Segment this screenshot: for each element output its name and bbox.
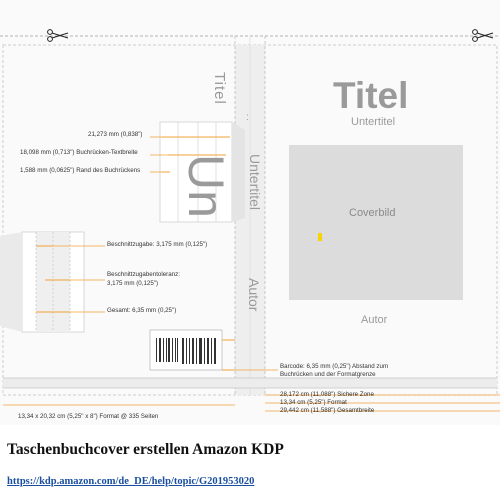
scissors-icon: [47, 29, 69, 42]
label-bleed-tolerance-1: Beschnittzugabentoleranz:: [107, 271, 180, 278]
template-guides: [0, 29, 500, 412]
front-subtitle: Untertitel: [351, 116, 396, 128]
label-safe-zone: 28,172 cm (11,088") Sichere Zone: [280, 391, 374, 398]
spine-subtitle: Untertitel: [247, 154, 263, 211]
cover-image-area: [289, 145, 463, 300]
bottom-band: [3, 378, 497, 388]
label-barcode-2: Buchrücken und der Formatgrenze: [280, 371, 376, 378]
source-link[interactable]: https://kdp.amazon.com/de_DE/help/topic/…: [7, 476, 255, 487]
label-bleed-total: Gesamt: 6,35 mm (0,25"): [107, 307, 177, 314]
cover-image-label: Coverbild: [349, 207, 396, 219]
spine-author: Autor: [246, 278, 262, 312]
spine-title: Titel: [211, 72, 228, 105]
label-spine-text-width: 18,098 mm (0,713") Buchrücken-Textbreite: [20, 149, 138, 156]
label-bleed-tolerance-2: 3,175 mm (0,125"): [107, 280, 159, 287]
zoom-text: Un: [178, 154, 234, 218]
label-spine-width: 21,273 mm (0,838"): [88, 131, 143, 138]
front-author: Autor: [361, 314, 388, 326]
spine-zoom-box: [159, 121, 233, 223]
label-format: 13,34 cm (5,25") Format: [280, 399, 347, 406]
label-total-width: 29,442 cm (11,588") Gesamtbreite: [280, 407, 375, 414]
bleed-projection: [0, 232, 22, 332]
spine-separator: :: [246, 112, 249, 123]
cover-template: Titel : Untertitel Autor Un Titel Untert…: [0, 29, 500, 420]
cursor-marker: [318, 233, 322, 241]
label-spine-margin: 1,588 mm (0,0625") Rand des Buchrückens: [20, 167, 141, 174]
caption: Taschenbuchcover erstellen Amazon KDP: [7, 441, 284, 458]
label-trim-size: 13,34 x 20,32 cm (5,25" x 8") Format @ 3…: [18, 413, 159, 420]
label-bleed: Beschnittzugabe: 3,175 mm (0,125"): [107, 241, 208, 248]
label-barcode-1: Barcode: 6,35 mm (0,25") Abstand zum: [280, 363, 389, 370]
zoom-projection: [232, 122, 245, 222]
scissors-icon: [472, 29, 494, 42]
barcode-icon: [156, 338, 216, 364]
front-title: Titel: [333, 75, 409, 116]
